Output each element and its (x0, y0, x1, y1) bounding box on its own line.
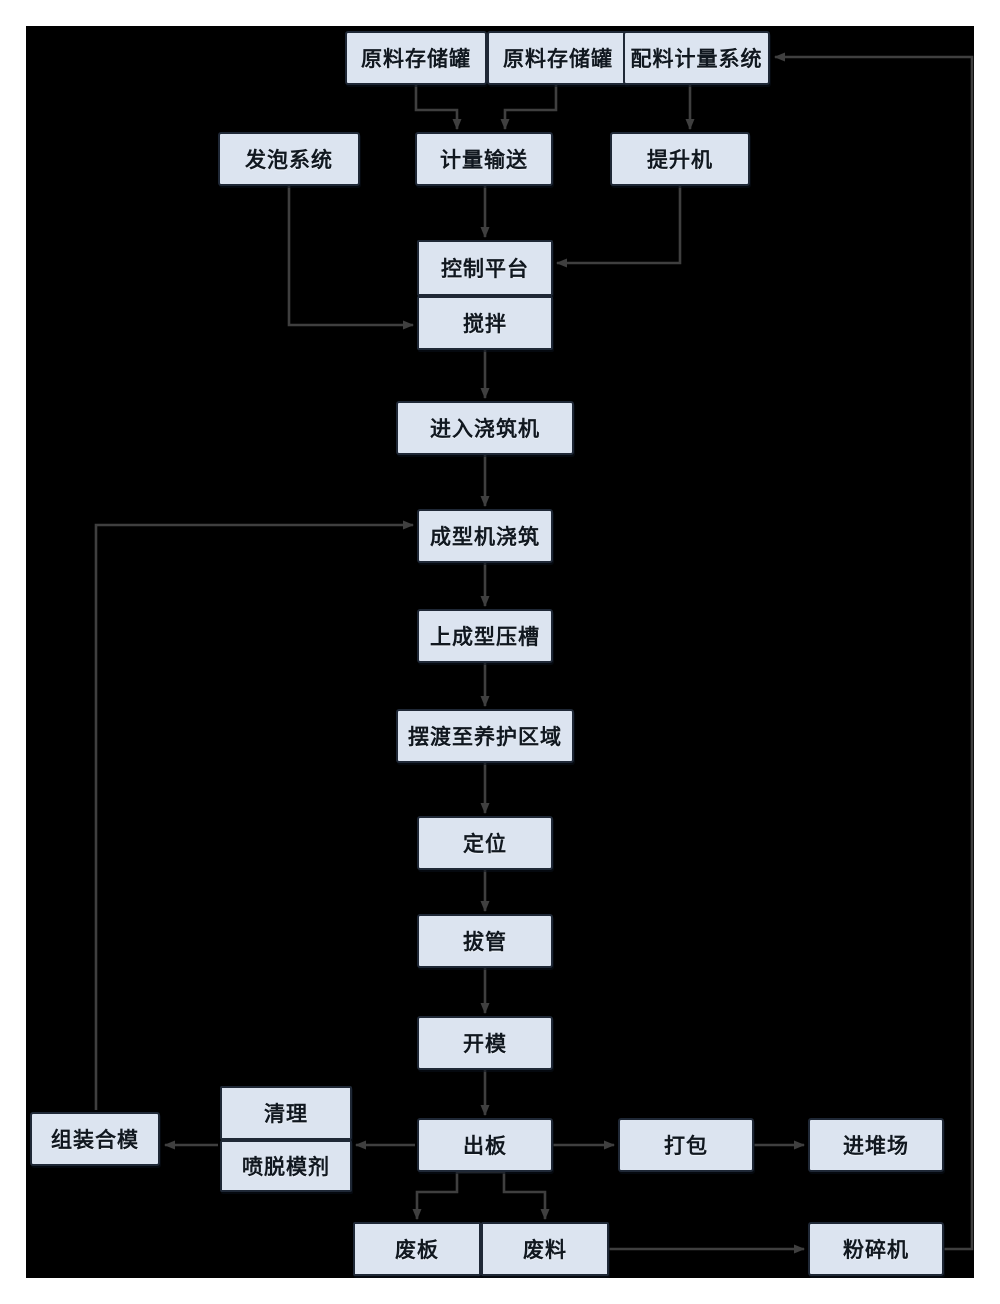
node-label: 进入浇筑机 (430, 417, 540, 441)
node-upper-forming-press-slot[interactable]: 上成型压槽 (417, 609, 553, 663)
node-waste-plate[interactable]: 废板 (353, 1222, 481, 1276)
node-label: 出板 (463, 1134, 507, 1158)
node-foaming-system[interactable]: 发泡系统 (218, 132, 360, 186)
edge-hoist-to-control-platform (556, 186, 682, 268)
node-label: 原料存储罐 (503, 47, 613, 71)
edge-foam-system-to-mixing (287, 186, 414, 330)
node-label: 成型机浇筑 (430, 525, 540, 549)
node-cleaning[interactable]: 清理 (220, 1086, 352, 1140)
node-mixing[interactable]: 搅拌 (417, 296, 553, 350)
node-label: 配料计量系统 (630, 47, 763, 71)
node-label: 计量输送 (440, 148, 528, 172)
node-label: 搅拌 (463, 312, 507, 336)
node-to-stacking-yard[interactable]: 进堆场 (808, 1118, 944, 1172)
node-mold-opening[interactable]: 开模 (417, 1016, 553, 1070)
node-label: 原料存储罐 (361, 47, 471, 71)
node-label: 粉碎机 (843, 1238, 909, 1262)
edge-crusher-to-batch-meter-feedback (774, 52, 974, 1251)
node-label: 喷脱模剂 (242, 1155, 330, 1179)
node-spray-release-agent[interactable]: 喷脱模剂 (220, 1140, 352, 1192)
node-tube-pulling[interactable]: 拔管 (417, 914, 553, 968)
node-label: 控制平台 (441, 257, 529, 281)
edge-raw-tank-1-to-meter-convey (414, 85, 462, 130)
node-assemble-mold[interactable]: 组装合模 (30, 1112, 160, 1166)
node-control-platform[interactable]: 控制平台 (417, 240, 553, 296)
node-label: 上成型压槽 (430, 625, 540, 649)
node-metering-conveyor[interactable]: 计量输送 (415, 132, 553, 186)
node-batching-metering-system[interactable]: 配料计量系统 (623, 31, 770, 85)
node-label: 打包 (664, 1134, 708, 1158)
node-label: 提升机 (647, 148, 713, 172)
node-waste-material[interactable]: 废料 (481, 1222, 609, 1276)
node-label: 清理 (264, 1102, 308, 1126)
node-label: 废料 (523, 1238, 567, 1262)
node-raw-tank-2[interactable]: 原料存储罐 (487, 31, 629, 85)
node-label: 拔管 (463, 930, 507, 954)
node-packing[interactable]: 打包 (618, 1118, 754, 1172)
node-forming-machine-casting[interactable]: 成型机浇筑 (417, 509, 553, 563)
node-label: 进堆场 (843, 1134, 909, 1158)
node-positioning[interactable]: 定位 (417, 816, 553, 870)
node-hoist[interactable]: 提升机 (610, 132, 750, 186)
node-crusher[interactable]: 粉碎机 (808, 1222, 944, 1276)
node-label: 定位 (463, 832, 507, 856)
node-ferry-to-curing-area[interactable]: 摆渡至养护区域 (396, 709, 574, 763)
edge-assemble-to-form-cast-feedback (94, 520, 414, 1110)
node-label: 废板 (395, 1238, 439, 1262)
node-label: 发泡系统 (245, 148, 333, 172)
node-raw-tank-1[interactable]: 原料存储罐 (345, 31, 487, 85)
node-label: 开模 (463, 1032, 507, 1056)
edge-out-plate-to-waste-plate (412, 1172, 459, 1220)
edge-raw-tank-2-to-meter-convey (500, 85, 558, 130)
node-label: 摆渡至养护区域 (408, 725, 562, 749)
node-enter-casting-machine[interactable]: 进入浇筑机 (396, 401, 574, 455)
node-label: 组装合模 (51, 1128, 139, 1152)
edge-out-plate-to-waste-material (457, 1170, 550, 1220)
node-plate-output[interactable]: 出板 (417, 1118, 553, 1172)
